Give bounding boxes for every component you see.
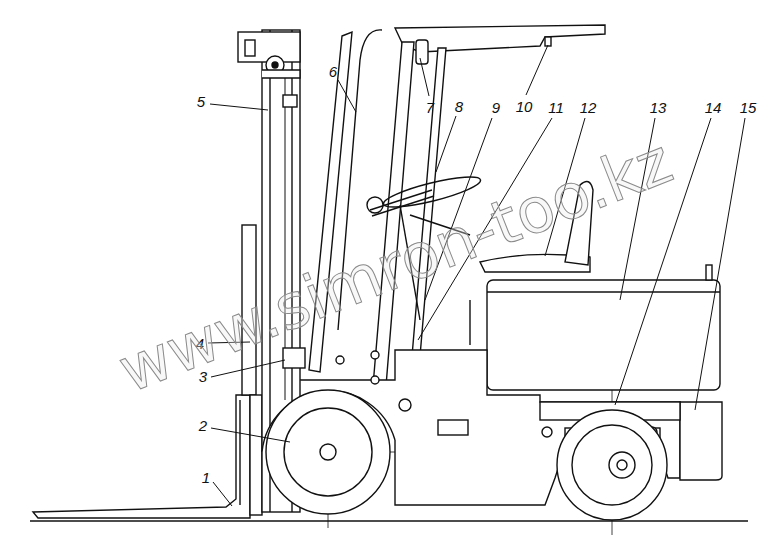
leader-lines bbox=[338, 80, 356, 112]
leader-lines bbox=[210, 104, 268, 110]
ground-line bbox=[30, 520, 748, 521]
fork-carriage bbox=[250, 395, 262, 515]
leader-lines bbox=[695, 118, 745, 410]
body bbox=[371, 376, 379, 384]
mast bbox=[245, 40, 255, 56]
rear-wheel bbox=[557, 410, 667, 520]
battery-box bbox=[487, 280, 720, 390]
callout-number: 15 bbox=[740, 100, 757, 115]
rear-wheel bbox=[609, 452, 635, 478]
fork bbox=[33, 395, 250, 518]
callout-number: 12 bbox=[580, 100, 597, 115]
callout-number: 10 bbox=[516, 99, 533, 114]
ground-line bbox=[30, 520, 748, 521]
front-wheel bbox=[266, 390, 390, 514]
front-wheel bbox=[284, 408, 372, 496]
battery-box bbox=[487, 291, 720, 292]
body bbox=[680, 402, 722, 480]
callout-number: 14 bbox=[705, 100, 722, 115]
body bbox=[336, 356, 344, 364]
fork bbox=[33, 395, 250, 518]
mast bbox=[262, 70, 300, 78]
body bbox=[438, 420, 468, 435]
callout-number: 9 bbox=[492, 100, 500, 115]
body bbox=[542, 427, 552, 437]
leader-lines bbox=[211, 428, 290, 442]
battery-box bbox=[469, 300, 470, 345]
callout-number: 1 bbox=[202, 470, 210, 485]
callout-number: 6 bbox=[329, 64, 337, 79]
leader-lines bbox=[526, 45, 548, 95]
steering bbox=[367, 197, 383, 213]
body bbox=[399, 399, 411, 411]
callout-number: 2 bbox=[199, 418, 207, 433]
body bbox=[371, 351, 379, 359]
callout-number: 8 bbox=[455, 99, 463, 114]
front-wheel bbox=[266, 390, 390, 514]
rear-wheel bbox=[557, 410, 667, 520]
callout-number: 5 bbox=[197, 94, 205, 109]
mast bbox=[283, 348, 305, 368]
callout-number: 11 bbox=[548, 100, 564, 115]
leader-lines bbox=[213, 482, 232, 506]
callout-number: 13 bbox=[650, 100, 667, 115]
overhead-guard bbox=[416, 40, 428, 64]
leader-lines bbox=[420, 58, 429, 96]
mast bbox=[283, 95, 297, 107]
leader-lines bbox=[436, 116, 456, 172]
rear-wheel bbox=[572, 425, 652, 505]
battery-box bbox=[470, 265, 720, 390]
front-wheel bbox=[320, 444, 336, 460]
battery-box bbox=[706, 265, 712, 280]
mast bbox=[272, 62, 278, 68]
fork-carriage bbox=[242, 225, 262, 515]
callout-number: 7 bbox=[426, 100, 434, 115]
rear-wheel bbox=[617, 460, 627, 470]
overhead-guard bbox=[545, 37, 551, 46]
fork bbox=[239, 400, 240, 505]
